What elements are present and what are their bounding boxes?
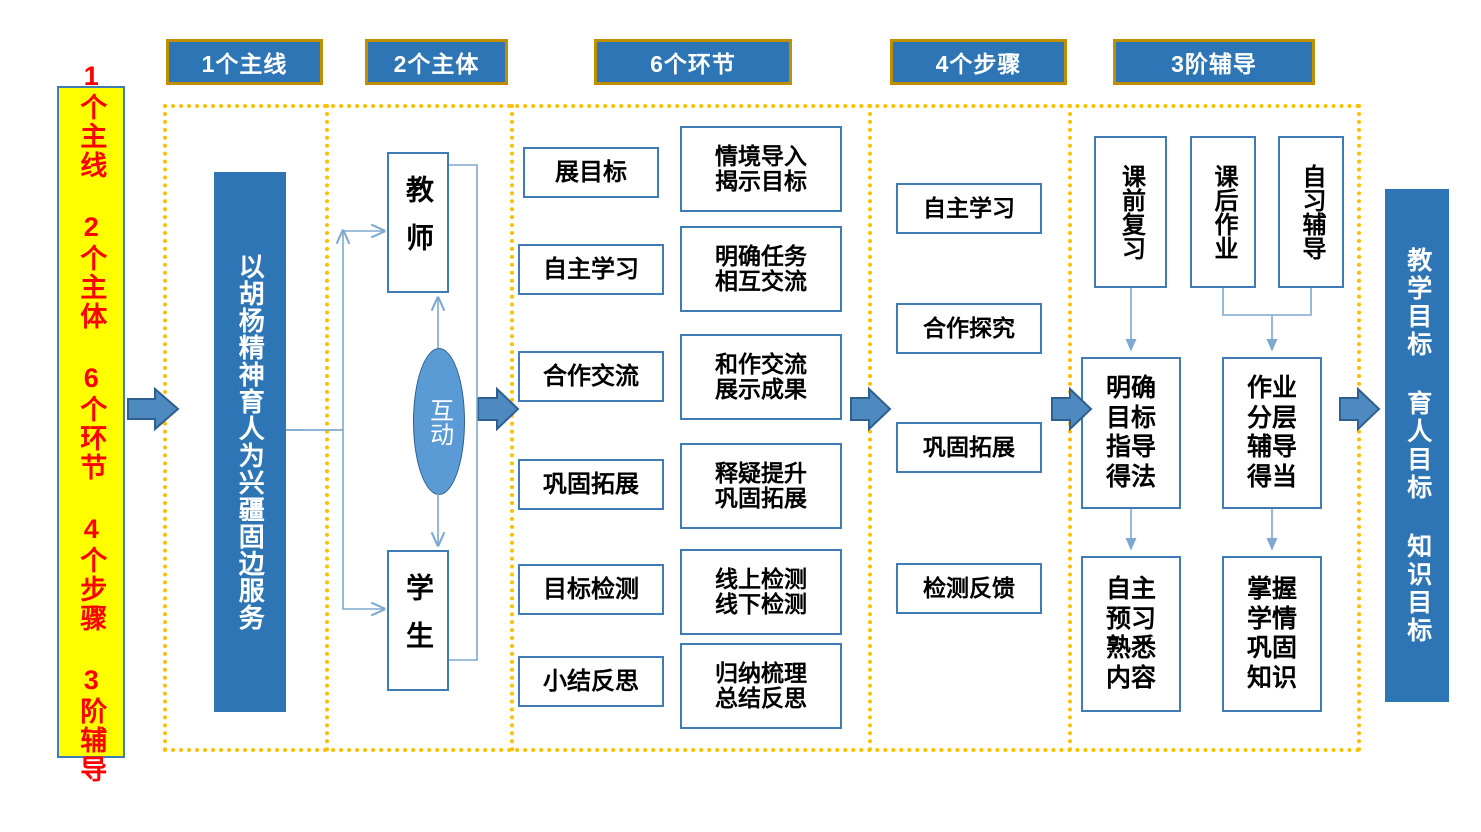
dotted-divider-1 [325, 104, 329, 752]
link-label-6-text: 小结反思 [543, 667, 639, 695]
tutoring-top-2: 课后作业 [1190, 136, 1256, 288]
tutoring-mid-2-l3: 辅导 [1246, 433, 1297, 461]
tutoring-bot-2-l1: 掌握 [1246, 575, 1297, 603]
student-label: 学生 [403, 572, 434, 669]
link-detail-4: 释疑提升 巩固拓展 [680, 443, 842, 529]
link-label-5: 目标检测 [518, 564, 664, 615]
link-label-3: 合作交流 [518, 351, 664, 402]
tutoring-mid-1-l2: 目标 [1105, 403, 1156, 432]
link-detail-2-line1: 明确任务 [715, 243, 807, 270]
link-detail-3: 和作交流 展示成果 [680, 334, 842, 420]
goals-text: 教学目标 育人目标 知识目标 [1403, 246, 1432, 645]
tutoring-mid-2-l2: 分层 [1246, 403, 1297, 432]
goals-panel: 教学目标 育人目标 知识目标 [1385, 189, 1449, 702]
interaction-ellipse: 互动 [413, 348, 465, 495]
step-box-1-text: 自主学习 [923, 195, 1015, 222]
link-label-1-text: 展目标 [555, 158, 627, 186]
step-box-2-text: 合作探究 [923, 315, 1015, 342]
link-label-3-text: 合作交流 [543, 362, 639, 390]
tutoring-mid-1: 明确 目标 指导 得法 [1081, 357, 1181, 509]
step-box-4: 检测反馈 [896, 563, 1042, 614]
teacher-label: 教师 [403, 174, 434, 271]
link-detail-1-line2: 揭示目标 [715, 168, 807, 194]
link-detail-2-line2: 相互交流 [715, 268, 807, 294]
header-chip-5: 3阶辅导 [1113, 39, 1315, 85]
link-label-4: 巩固拓展 [518, 459, 664, 510]
main-line-text: 以胡杨精神育人为兴疆固边服务 [235, 253, 266, 631]
tutoring-bot-1: 自主 预习 熟悉 内容 [1081, 556, 1181, 712]
tutoring-mid-2-l4: 得当 [1246, 462, 1297, 491]
student-box: 学生 [387, 550, 449, 691]
link-detail-3-line1: 和作交流 [715, 351, 807, 378]
header-chip-2: 2个主体 [365, 39, 508, 85]
link-label-2-text: 自主学习 [543, 255, 639, 283]
tutoring-bot-1-l1: 自主 [1105, 575, 1156, 603]
step-box-4-text: 检测反馈 [923, 575, 1015, 602]
step-box-3: 巩固拓展 [896, 422, 1042, 473]
link-detail-5-line1: 线上检测 [715, 566, 807, 593]
tutoring-top-1-text: 课前复习 [1117, 164, 1145, 260]
tutoring-bot-1-l3: 熟悉 [1105, 634, 1156, 662]
link-label-1: 展目标 [523, 147, 659, 198]
link-detail-6-line2: 总结反思 [715, 685, 807, 711]
tutoring-bot-2-l2: 学情 [1246, 604, 1297, 633]
link-label-6: 小结反思 [518, 656, 664, 707]
tutoring-top-3-text: 自习辅导 [1298, 164, 1325, 260]
header-chip-4: 4个步骤 [890, 39, 1067, 85]
link-detail-1: 情境导入 揭示目标 [680, 126, 842, 212]
dotted-divider-4 [1068, 104, 1072, 752]
link-detail-6-line1: 归纳梳理 [715, 660, 807, 687]
dotted-divider-3 [868, 104, 872, 752]
tutoring-bot-2: 掌握 学情 巩固 知识 [1222, 556, 1322, 712]
tutoring-mid-1-l3: 指导 [1105, 433, 1156, 461]
tutoring-mid-1-l4: 得法 [1105, 462, 1156, 491]
link-detail-4-line1: 释疑提升 [715, 460, 807, 487]
link-detail-1-line1: 情境导入 [715, 143, 807, 170]
tutoring-bot-1-l4: 内容 [1105, 663, 1156, 692]
link-detail-2: 明确任务 相互交流 [680, 226, 842, 312]
tutoring-mid-1-l1: 明确 [1105, 374, 1156, 402]
link-detail-5-line2: 线下检测 [715, 591, 807, 617]
dotted-divider-2 [510, 104, 514, 752]
interaction-label: 互动 [425, 397, 453, 446]
tutoring-top-1: 课前复习 [1094, 136, 1167, 288]
link-label-2: 自主学习 [518, 244, 664, 295]
tutoring-bot-2-l4: 知识 [1246, 663, 1297, 692]
link-label-4-text: 巩固拓展 [543, 470, 639, 498]
left-summary-banner: 1个主线 2个主体 6个环节 4个步骤 3阶辅导 [57, 61, 125, 784]
step-box-3-text: 巩固拓展 [923, 434, 1015, 461]
header-chip-1: 1个主线 [166, 39, 323, 85]
link-label-5-text: 目标检测 [543, 575, 639, 603]
tutoring-mid-2-l1: 作业 [1246, 374, 1297, 402]
step-box-2: 合作探究 [896, 303, 1042, 354]
tutoring-bot-2-l3: 巩固 [1246, 634, 1297, 662]
main-line-panel: 以胡杨精神育人为兴疆固边服务 [214, 172, 286, 712]
tutoring-mid-2: 作业 分层 辅导 得当 [1222, 357, 1322, 509]
step-box-1: 自主学习 [896, 183, 1042, 234]
header-chip-3: 6个环节 [594, 39, 792, 85]
link-detail-6: 归纳梳理 总结反思 [680, 643, 842, 729]
tutoring-top-3: 自习辅导 [1278, 136, 1344, 288]
link-detail-4-line2: 巩固拓展 [715, 485, 807, 511]
link-detail-5: 线上检测 线下检测 [680, 549, 842, 635]
teacher-box: 教师 [387, 152, 449, 293]
link-detail-3-line2: 展示成果 [715, 376, 807, 402]
tutoring-top-2-text: 课后作业 [1210, 164, 1237, 260]
tutoring-bot-1-l2: 预习 [1105, 604, 1156, 633]
left-summary-banner-text: 1个主线 2个主体 6个环节 4个步骤 3阶辅导 [76, 60, 107, 784]
